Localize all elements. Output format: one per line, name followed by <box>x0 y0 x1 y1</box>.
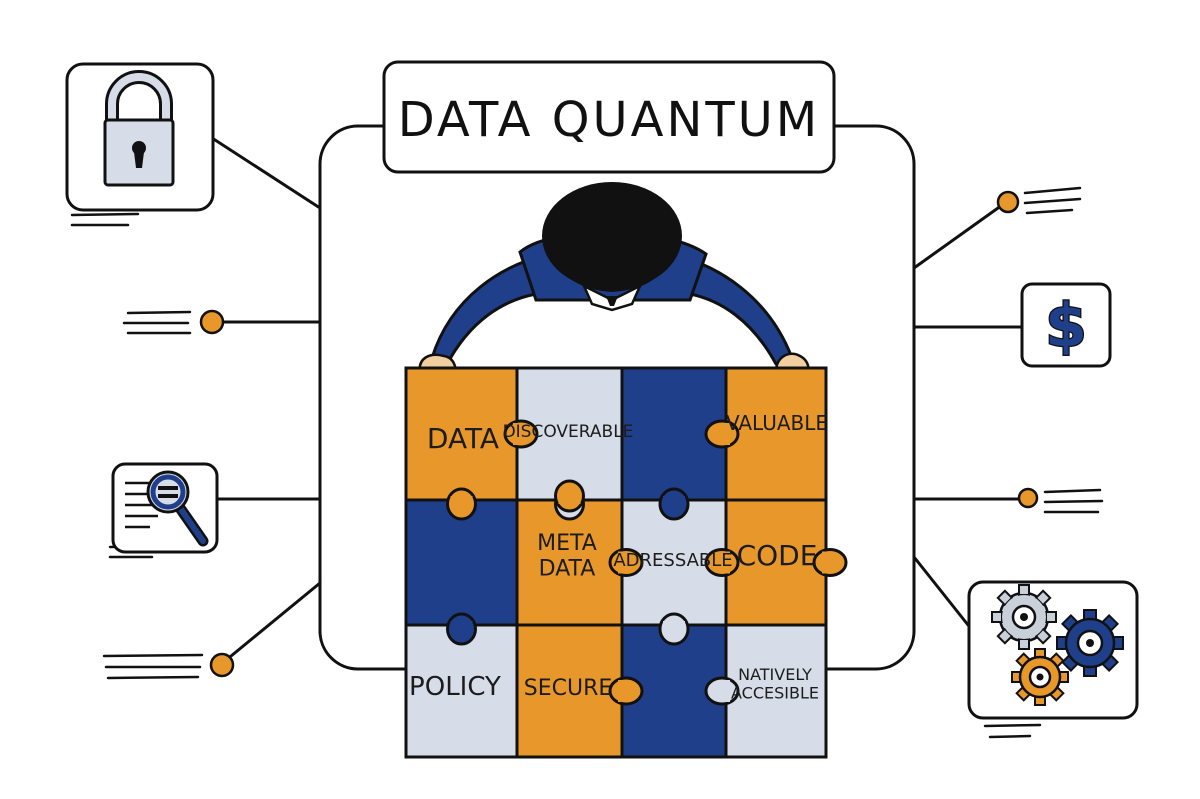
right-connectors <box>912 201 1027 632</box>
puzzle-knob-seam <box>558 498 581 504</box>
puzzle-knob-seam <box>724 551 730 574</box>
puzzle-board <box>404 366 828 759</box>
node-right-1 <box>996 190 1020 214</box>
suit-body <box>430 250 794 368</box>
businessman-figure <box>418 182 810 391</box>
puzzle-knob <box>554 479 585 513</box>
puzzle-knob <box>446 487 477 521</box>
dollar-card: $ <box>1020 282 1112 368</box>
title-box: DATA QUANTUM <box>382 60 836 174</box>
search-document-icon <box>125 470 209 547</box>
puzzle-label-r3-c2: SECURE <box>524 676 613 701</box>
dollar-icon: $ <box>1045 291 1087 361</box>
puzzle-label-r2-c3: ADRESSABLE <box>613 550 732 571</box>
search-document-card <box>111 462 219 554</box>
puzzle-label-r1-c2: DISCOVERABLE <box>503 422 634 442</box>
gears-card <box>967 580 1139 720</box>
node-left-1 <box>199 309 225 335</box>
puzzle-knob-seam <box>618 680 624 702</box>
puzzle-knob <box>658 612 690 646</box>
puzzle-label-r1-c4: VALUABLE <box>726 411 828 435</box>
gear-orange-icon <box>1011 648 1069 706</box>
puzzle-knob-seam <box>724 423 730 445</box>
gear-gray-icon <box>991 584 1057 650</box>
puzzle-knob-seam <box>663 621 685 627</box>
puzzle-label-r1-c1: DATA <box>427 422 499 455</box>
padlock-icon <box>103 70 175 187</box>
gear-navy-icon <box>1056 609 1124 677</box>
puzzle-knob-seam <box>724 680 730 702</box>
puzzle-knob <box>812 548 848 577</box>
puzzle-piece-r3-c2 <box>515 623 624 759</box>
puzzle-knob-seam <box>663 496 685 502</box>
puzzle-knob <box>658 487 690 521</box>
left-connectors <box>210 136 322 663</box>
puzzle-label-r2-c4: CODE <box>737 539 818 572</box>
puzzle-knob-seam <box>822 551 828 574</box>
padlock-card <box>65 62 215 212</box>
puzzle-piece-r3-c1 <box>404 623 519 759</box>
puzzle-knobs <box>446 419 848 706</box>
node-left-2 <box>209 652 235 678</box>
connector-nodes <box>199 190 1039 678</box>
speed-lines <box>70 186 1104 739</box>
puzzle-knob-seam <box>513 423 519 445</box>
puzzle-knob <box>446 612 477 646</box>
puzzle-piece-r2-c4 <box>724 498 828 627</box>
puzzle-knob-seam <box>450 496 473 502</box>
node-right-2 <box>1017 487 1039 509</box>
puzzle-label-r3-c1: POLICY <box>409 672 501 702</box>
puzzle-knob-seam <box>450 621 473 627</box>
puzzle-knob <box>608 676 644 706</box>
gears-icon <box>991 584 1124 706</box>
puzzle-knob-seam <box>618 551 624 574</box>
diagram-title: DATA QUANTUM <box>398 92 820 148</box>
